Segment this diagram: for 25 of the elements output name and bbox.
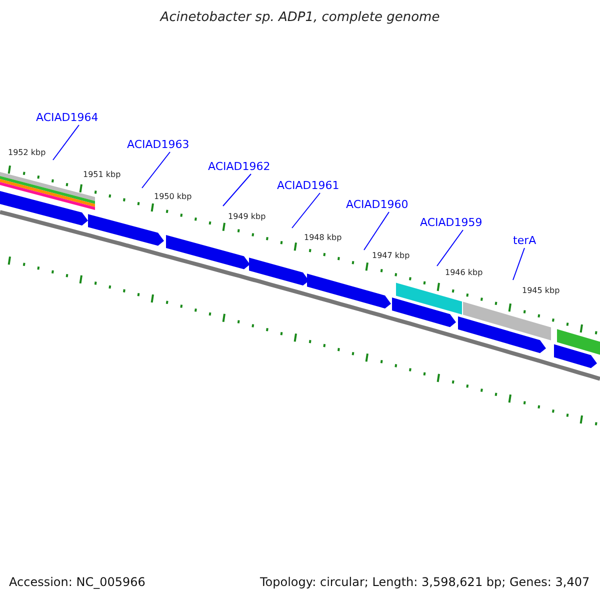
gene-label: ACIAD1961: [277, 179, 340, 192]
scale-label: 1951 kbp: [83, 170, 121, 179]
leader-line: [52, 124, 80, 160]
leader-line: [222, 174, 252, 206]
scale-label: 1948 kbp: [304, 233, 342, 242]
scale-label: 1945 kbp: [522, 286, 560, 295]
footer-text: Accession: NC_005966: [9, 575, 146, 589]
leader-line: [512, 248, 525, 280]
scale-label: 1946 kbp: [445, 268, 483, 277]
gene-label: terA: [513, 234, 536, 247]
gene-label: ACIAD1959: [420, 216, 482, 229]
scale-label: 1950 kbp: [154, 192, 192, 201]
leader-line: [364, 212, 390, 250]
leader-line: [142, 152, 170, 188]
leader-line: [436, 230, 464, 266]
gene-label: ACIAD1964: [36, 111, 98, 124]
scale-label: 1952 kbp: [8, 148, 46, 157]
title: Acinetobacter sp. ADP1, complete genome: [158, 10, 441, 25]
scale-label: 1949 kbp: [228, 212, 266, 221]
gene-label: ACIAD1960: [346, 198, 408, 211]
scale-label: 1947 kbp: [372, 251, 410, 260]
leader-line: [292, 192, 320, 228]
footer-text: Topology: circular; Length: 3,598,621 bp; Genes: 3,407: [260, 575, 590, 589]
gene-label: ACIAD1963: [127, 138, 190, 151]
gene-label: ACIAD1962: [208, 160, 270, 173]
